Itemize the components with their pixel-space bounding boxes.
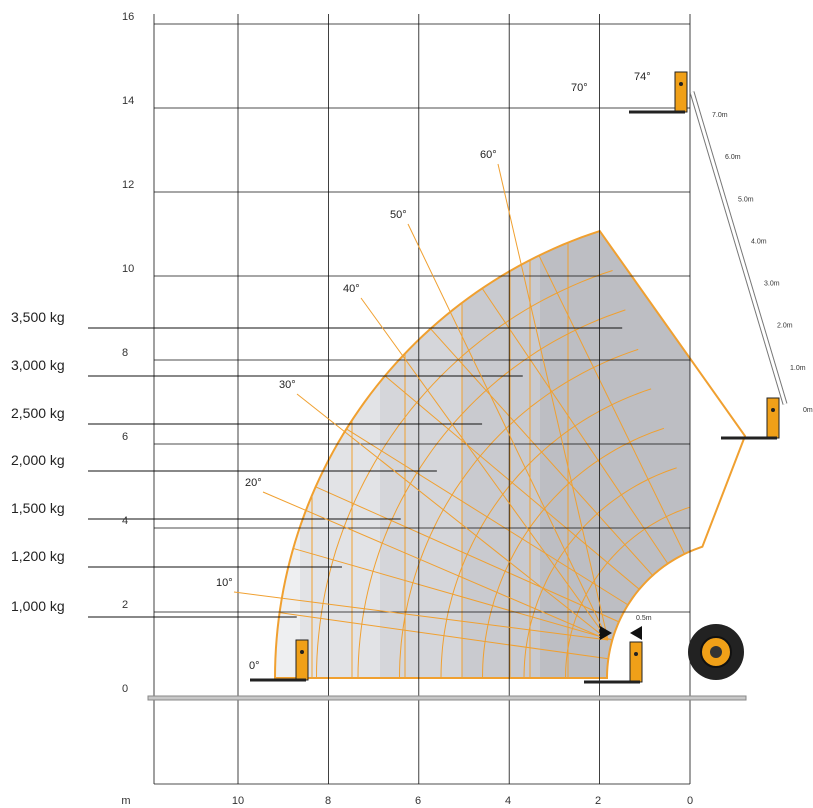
angle-label: 30° [279, 379, 296, 391]
forks-0-deg [250, 639, 309, 682]
boom-scale-bar-inner [690, 91, 787, 405]
forks-min-reach [584, 641, 643, 684]
angle-radial [538, 255, 685, 555]
extension-arc [399, 348, 639, 679]
extension-arc [523, 467, 677, 679]
envelope-curves [273, 229, 747, 679]
angle-ray [233, 591, 609, 641]
extension-label: 6.0m [725, 154, 741, 161]
y-tick-label: 6 [122, 431, 128, 443]
zone-band [462, 231, 540, 679]
forks-max-reach [721, 397, 780, 440]
x-tick-label: 10 [232, 795, 244, 807]
angle-label: 50° [390, 209, 407, 221]
angle-label: 20° [245, 477, 262, 489]
zone-band [380, 231, 462, 679]
y-tick-label: 14 [122, 95, 134, 107]
extension-label: 7.0m [712, 112, 728, 119]
angle-radial [293, 547, 613, 641]
axis-ticks: 0 2 4 6 8 10 12 14 16 10 8 6 4 2 0 m [121, 11, 693, 807]
load-label: 1,000 kg [11, 598, 65, 614]
extension-arc [357, 309, 626, 679]
gap-arrow-right [630, 626, 642, 640]
y-tick-label: 2 [122, 599, 128, 611]
angle-label: 60° [480, 149, 497, 161]
y-tick-label: 4 [122, 515, 128, 527]
angle-ray [296, 393, 609, 641]
angle-radial [346, 428, 629, 606]
angle-label: 10° [216, 577, 233, 589]
angle-label: 0° [249, 660, 260, 672]
x-tick-label: 4 [505, 795, 511, 807]
fork-carriage [674, 71, 688, 113]
fork-bolt [679, 82, 683, 86]
hub [710, 646, 722, 658]
extension-label: 0m [803, 407, 813, 414]
angle-radial [430, 328, 654, 576]
load-label: 2,500 kg [11, 405, 65, 421]
x-tick-label: 6 [415, 795, 421, 807]
envelope-outline [273, 229, 747, 679]
angle-radial [279, 612, 609, 660]
angle-radial [384, 375, 640, 590]
angle-label: 40° [343, 283, 360, 295]
angle-ray [497, 163, 609, 641]
y-tick-label: 8 [122, 347, 128, 359]
gap-arrow-left [600, 626, 612, 640]
ground-line [147, 695, 747, 701]
wheel-icon [688, 624, 744, 680]
angle-ray [407, 223, 609, 641]
angle-ray [360, 297, 609, 641]
chart-grid [153, 14, 691, 785]
machine-icons: 0.5m [250, 71, 780, 684]
fork-bolt [634, 652, 638, 656]
load-label: 1,200 kg [11, 548, 65, 564]
angle-radial [481, 288, 669, 564]
extension-label: 2.0m [777, 323, 793, 330]
y-tick-label: 0 [122, 683, 128, 695]
x-axis-label: m [121, 795, 130, 807]
zone-band [540, 231, 690, 679]
fork-carriage [295, 639, 309, 681]
boom-extension-scale: 7.0m 6.0m 5.0m 4.0m 3.0m 2.0m 1.0m 0m [689, 91, 813, 414]
extension-label: 1.0m [790, 365, 806, 372]
y-tick-label: 16 [122, 11, 134, 23]
fork-carriage [629, 641, 643, 683]
load-label: 3,500 kg [11, 309, 65, 325]
forks-max-height [629, 71, 688, 114]
extension-arc [440, 388, 652, 679]
y-tick-label: 10 [122, 263, 134, 275]
load-label: 1,500 kg [11, 500, 65, 516]
load-label: 2,000 kg [11, 452, 65, 468]
load-lines: 3,500 kg 3,000 kg 2,500 kg 2,000 kg 1,500 kg… [11, 309, 623, 618]
ground-bar [147, 695, 747, 701]
x-tick-label: 2 [595, 795, 601, 807]
fork-bolt [300, 650, 304, 654]
extension-label: 3.0m [764, 281, 780, 288]
gap-label: 0.5m [636, 615, 652, 622]
fork-bolt [771, 408, 775, 412]
fork-carriage [766, 397, 780, 439]
x-tick-label: 8 [325, 795, 331, 807]
extension-label: 5.0m [738, 196, 754, 203]
load-label: 3,000 kg [11, 357, 65, 373]
angle-ray [262, 491, 609, 641]
angle-label: 74° [634, 71, 651, 83]
extension-label: 4.0m [751, 238, 767, 245]
boom-angle-labels: 0° 10° 20° 30° 40° 50° 60° 70° 74° [216, 71, 651, 672]
y-tick-label: 12 [122, 179, 134, 191]
extension-arc [482, 427, 665, 679]
angle-label: 70° [571, 82, 588, 94]
load-zones [275, 231, 690, 679]
x-tick-label: 0 [687, 795, 693, 807]
